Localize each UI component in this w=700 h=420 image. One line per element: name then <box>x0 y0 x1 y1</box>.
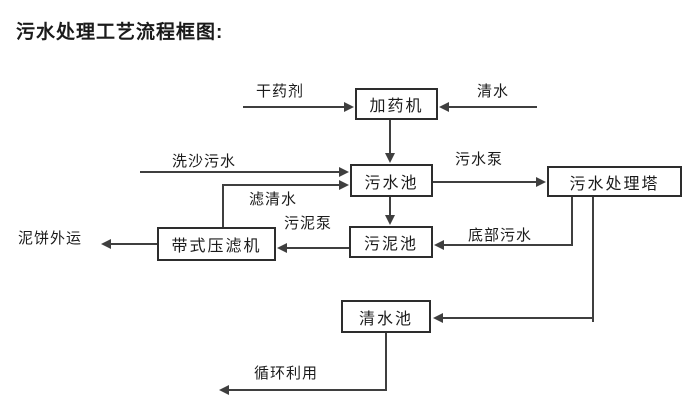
node-sludge-pool-label: 污泥池 <box>363 236 418 253</box>
edge-mud-cake-arrowhead-icon <box>101 239 111 249</box>
node-dosing-machine-label: 加药机 <box>369 98 424 115</box>
edge-clean-water-line <box>448 106 537 108</box>
edge-sewage-to-sludge-arrowhead-icon <box>385 215 395 225</box>
edge-bottom-sewage-line <box>444 244 573 246</box>
edge-bottom-sewage-label: 底部污水 <box>468 227 533 244</box>
node-clean-water-pool: 清水池 <box>341 300 431 333</box>
node-belt-filter-press: 带式压滤机 <box>157 227 276 261</box>
node-dosing-machine: 加药机 <box>355 88 438 120</box>
edge-sewage-pump-arrowhead-icon <box>536 177 546 187</box>
edge-filtered-water-arrowhead-icon <box>339 180 349 190</box>
edge-sludge-pump-label: 污泥泵 <box>284 215 333 232</box>
node-sewage-pool: 污水池 <box>350 164 433 197</box>
edge-filtered-water-label: 滤清水 <box>249 191 298 208</box>
edge-clean-water-label: 清水 <box>477 83 510 100</box>
edge-dry-agent-label: 干药剂 <box>256 83 305 100</box>
edge-bottom-sewage-drop-line <box>571 197 573 246</box>
edge-dry-agent-arrowhead-icon <box>344 102 354 112</box>
node-treatment-tower: 污水处理塔 <box>547 166 682 197</box>
edge-sand-washing-line <box>140 171 339 173</box>
node-treatment-tower-label: 污水处理塔 <box>569 175 660 193</box>
node-clean-water-pool-label: 清水池 <box>358 310 413 328</box>
edge-mud-cake-label: 泥饼外运 <box>18 230 83 247</box>
edge-tower-to-clean-arrowhead-icon <box>433 313 443 323</box>
edge-mud-cake-line <box>111 243 157 245</box>
node-sewage-pool-label: 污水池 <box>364 174 419 192</box>
edge-recycling-arrowhead-icon <box>219 385 229 395</box>
edge-clean-water-arrowhead-icon <box>439 102 449 112</box>
edge-sewage-pump-label: 污水泵 <box>455 151 504 168</box>
diagram-title: 污水处理工艺流程框图: <box>16 22 224 43</box>
edge-tower-to-clean-line <box>443 317 594 319</box>
edge-dry-agent-line <box>243 106 345 108</box>
edge-recycling-line <box>229 389 387 391</box>
edge-bottom-sewage-arrowhead-icon <box>434 240 444 250</box>
edge-sand-washing-label: 洗沙污水 <box>172 153 237 170</box>
node-sludge-pool: 污泥池 <box>349 226 433 258</box>
edge-dosing-to-sewage-arrowhead-icon <box>385 153 395 163</box>
edge-sludge-pump-line <box>287 247 349 249</box>
edge-dosing-to-sewage-line <box>389 120 391 154</box>
edge-filtered-water-line <box>222 184 339 186</box>
edge-sludge-pump-arrowhead-icon <box>277 243 287 253</box>
edge-filtered-water-riser-line <box>222 184 224 227</box>
edge-sand-washing-arrowhead-icon <box>339 167 349 177</box>
edge-sewage-to-sludge-line <box>389 197 391 216</box>
node-belt-filter-press-label: 带式压滤机 <box>171 238 262 255</box>
edge-sewage-pump-line <box>433 181 536 183</box>
edge-recycling-label: 循环利用 <box>254 365 319 382</box>
edge-tower-to-clean-drop-line <box>592 197 594 322</box>
edge-recycling-drop-line <box>385 333 387 391</box>
